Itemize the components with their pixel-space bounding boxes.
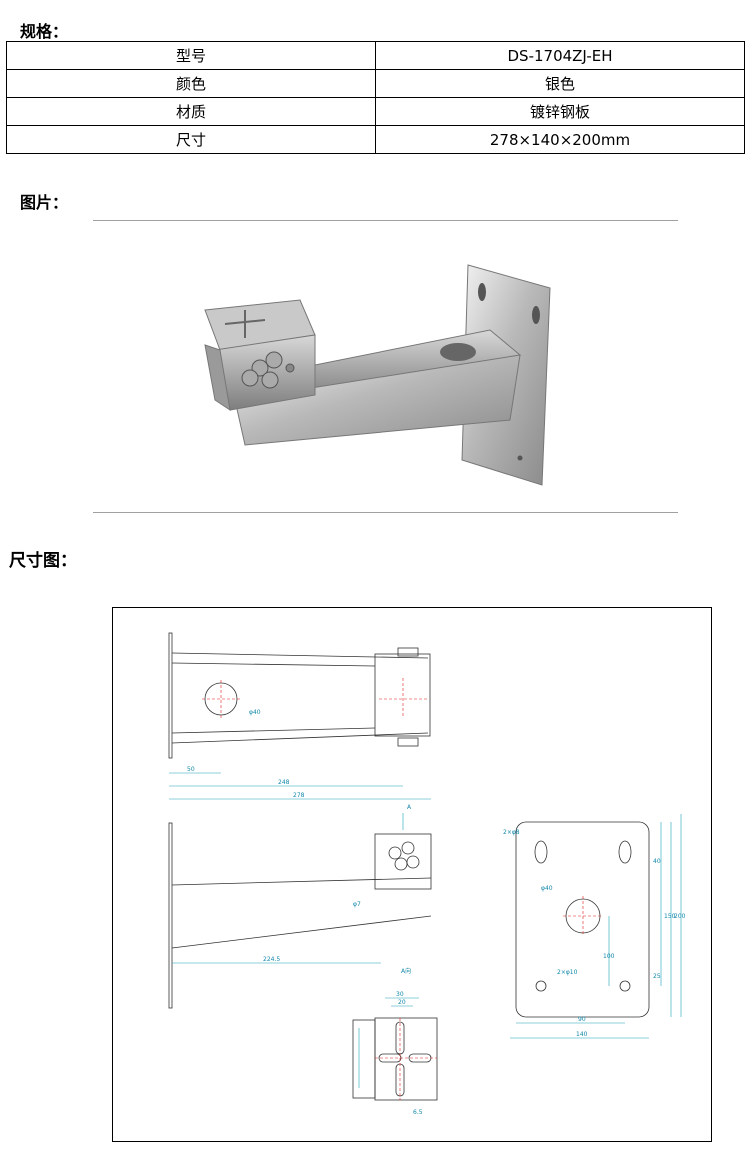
side-dim-278: 278 bbox=[293, 792, 305, 799]
plate-dim-90: 90 bbox=[578, 1016, 586, 1023]
table-row: 型号 DS-1704ZJ-EH bbox=[6, 41, 745, 70]
table-row: 材质 镀锌钢板 bbox=[6, 97, 745, 126]
drawing-canvas: φ40 50 248 278 φ7 224.5 A A向 2×φ8 φ40 2×… bbox=[168, 632, 686, 1116]
side-view-plate bbox=[168, 632, 173, 759]
mount-view bbox=[374, 1017, 438, 1101]
spec-value: 镀锌钢板 bbox=[375, 97, 745, 126]
top-dim-65: 6.5 bbox=[413, 1109, 423, 1116]
plate-dim-hole: φ40 bbox=[541, 885, 553, 892]
plate-dim-150: 150 bbox=[664, 913, 676, 920]
side-dim-50: 50 bbox=[187, 766, 195, 773]
front-dim-224: 224.5 bbox=[263, 956, 280, 963]
top-dim-30: 30 bbox=[396, 991, 404, 998]
bracket-photo bbox=[204, 264, 551, 486]
plate-dim-40: 40 bbox=[653, 858, 661, 865]
plate-view bbox=[515, 821, 650, 1018]
top-dim-20: 20 bbox=[398, 999, 406, 1006]
spec-label: 型号 bbox=[6, 41, 376, 70]
front-label-view: A向 bbox=[401, 967, 411, 975]
photo-bottom-divider bbox=[93, 512, 678, 513]
spec-value: DS-1704ZJ-EH bbox=[375, 41, 745, 70]
table-row: 尺寸 278×140×200mm bbox=[6, 125, 745, 154]
side-dim-hole: φ40 bbox=[249, 709, 261, 716]
front-view-plate bbox=[168, 822, 173, 1009]
front-label-a: A bbox=[407, 804, 412, 811]
side-dim-248: 248 bbox=[278, 779, 290, 786]
spec-table: 型号 DS-1704ZJ-EH 颜色 银色 材质 镀锌钢板 尺寸 278×140… bbox=[6, 41, 745, 154]
table-row: 颜色 银色 bbox=[6, 69, 745, 98]
dimension-drawing: φ40 50 248 278 φ7 224.5 A A向 2×φ8 φ40 2×… bbox=[112, 607, 712, 1142]
plate-dim-140: 140 bbox=[576, 1031, 588, 1038]
front-dim-7: φ7 bbox=[353, 901, 361, 908]
photo-heading: 图片： bbox=[20, 193, 69, 212]
spec-heading: 规格： bbox=[20, 22, 69, 41]
spec-label: 尺寸 bbox=[6, 125, 376, 154]
spec-value: 银色 bbox=[375, 69, 745, 98]
spec-label: 颜色 bbox=[6, 69, 376, 98]
spec-value: 278×140×200mm bbox=[375, 125, 745, 154]
dimension-heading: 尺寸图： bbox=[9, 551, 77, 571]
photo-top-divider bbox=[93, 220, 678, 221]
plate-dim-100: 100 bbox=[603, 953, 615, 960]
plate-dim-200: 200 bbox=[674, 913, 686, 920]
plate-dim-bolt: 2×φ10 bbox=[557, 969, 578, 976]
plate-dim-slot: 2×φ8 bbox=[503, 829, 520, 836]
spec-label: 材质 bbox=[6, 97, 376, 126]
plate-dim-25: 25 bbox=[653, 973, 661, 980]
